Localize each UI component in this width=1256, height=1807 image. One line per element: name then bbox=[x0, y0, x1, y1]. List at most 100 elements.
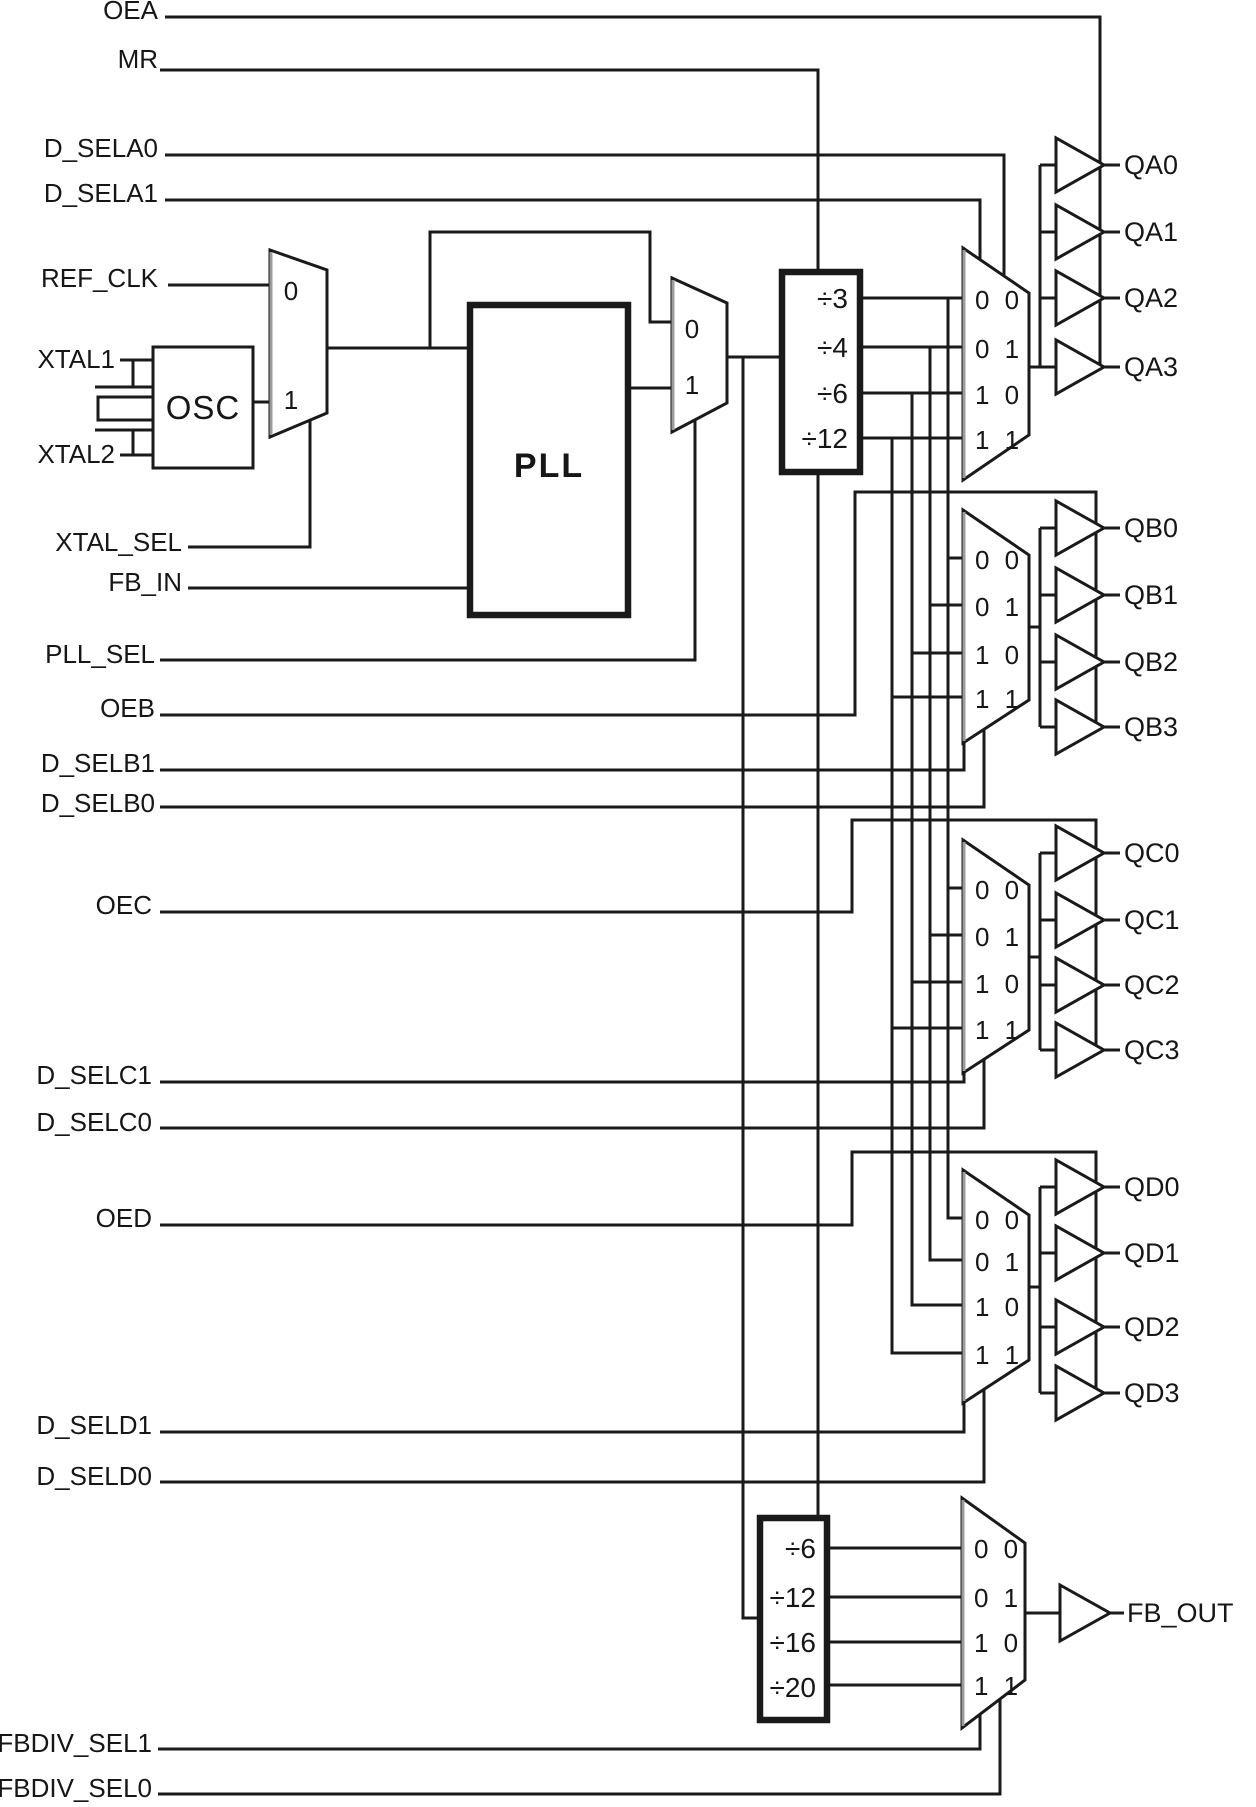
oec-wire bbox=[160, 818, 1098, 1050]
xtal2-wire bbox=[120, 430, 153, 457]
clock-path-wires bbox=[253, 230, 963, 1687]
bank-a-buffers bbox=[1054, 135, 1108, 397]
qd2-buffer-icon bbox=[1054, 1297, 1108, 1357]
bank-d-mux-sel-10: 1 0 bbox=[975, 1292, 1023, 1322]
bank-b-buffers bbox=[1054, 498, 1108, 757]
fb-mux-sel-01: 0 1 bbox=[974, 1583, 1022, 1613]
ref-mux-input1-label: 1 bbox=[284, 385, 298, 415]
qa3-label: QA3 bbox=[1124, 352, 1178, 382]
input-label-d-sela0: D_SELA0 bbox=[44, 133, 158, 163]
pll-block bbox=[466, 301, 632, 619]
bankd-output-rail bbox=[1029, 1185, 1056, 1395]
qb1-buffer-icon bbox=[1054, 565, 1108, 625]
input-label-oea: OEA bbox=[103, 0, 159, 25]
bank-c-mux-sel-00: 0 0 bbox=[975, 875, 1023, 905]
input-label-d-seld1: D_SELD1 bbox=[36, 1410, 152, 1440]
qc0-label: QC0 bbox=[1124, 838, 1180, 868]
bank-c-mux-sel-11: 1 1 bbox=[975, 1015, 1023, 1045]
d-sela0-wire bbox=[165, 153, 1006, 277]
qd1-label: QD1 bbox=[1124, 1238, 1180, 1268]
pll-bypass-mux-labels: 0 1 bbox=[685, 314, 699, 400]
fb-buffer-icon bbox=[1058, 1582, 1114, 1644]
input-label-xtal-sel: XTAL_SEL bbox=[55, 527, 182, 557]
bank-d-mux-sel-11: 1 1 bbox=[975, 1340, 1023, 1370]
oed-wire bbox=[160, 1150, 1098, 1393]
fb-mux-sel-00: 0 0 bbox=[974, 1534, 1022, 1564]
fb-divider-tap-wires bbox=[827, 1546, 962, 1687]
input-label-d-selb0: D_SELB0 bbox=[41, 788, 155, 818]
pll-block-label: PLL bbox=[514, 447, 584, 485]
qc0-buffer-icon bbox=[1054, 823, 1108, 883]
bank-a-mux-sel-11: 1 1 bbox=[975, 425, 1023, 455]
bank-b-mux-sel-11: 1 1 bbox=[975, 684, 1023, 714]
d-selb1-wire bbox=[160, 742, 966, 772]
bank-output-wires bbox=[1025, 163, 1124, 1615]
qc2-buffer-icon bbox=[1054, 955, 1108, 1015]
fb-divider-tap-labels: ÷6 ÷12 ÷16 ÷20 bbox=[769, 1533, 816, 1703]
input-label-xtal1: XTAL1 bbox=[37, 344, 115, 374]
qc3-label: QC3 bbox=[1124, 1035, 1180, 1065]
mr-wire bbox=[160, 68, 820, 1518]
ref-mux-body bbox=[268, 247, 329, 440]
qb1-label: QB1 bbox=[1124, 580, 1178, 610]
input-label-pll-sel: PLL_SEL bbox=[45, 639, 155, 669]
fb-mux-sel-10: 1 0 bbox=[974, 1628, 1022, 1658]
qa1-label: QA1 bbox=[1124, 217, 1178, 247]
pll-bypass-mux-input0-label: 0 bbox=[685, 314, 699, 344]
fb-divider-tap-16-label: ÷16 bbox=[769, 1627, 816, 1658]
banka-pin-dashes bbox=[1104, 163, 1120, 369]
qa1-buffer-icon bbox=[1054, 202, 1108, 262]
qb3-buffer-icon bbox=[1054, 697, 1108, 757]
bankc-input-stubs bbox=[892, 886, 963, 1030]
input-label-xtal2: XTAL2 bbox=[37, 439, 115, 469]
bank-c-buffers bbox=[1054, 823, 1108, 1080]
xtal-sel-wire bbox=[188, 421, 312, 549]
divider-tap-3-label: ÷3 bbox=[817, 283, 848, 314]
qb2-label: QB2 bbox=[1124, 647, 1178, 677]
d-sela1-wire bbox=[165, 198, 982, 261]
input-label-oec: OEC bbox=[96, 890, 152, 920]
divider-tap-6-label: ÷6 bbox=[817, 378, 848, 409]
bank-d-mux-select-labels: 0 0 0 1 1 0 1 1 bbox=[975, 1205, 1023, 1370]
fb-mux-select-labels: 0 0 0 1 1 0 1 1 bbox=[974, 1534, 1022, 1701]
bank-b-mux bbox=[961, 507, 1031, 746]
qd3-label: QD3 bbox=[1124, 1378, 1180, 1408]
bank-b-mux-select-labels: 0 0 0 1 1 0 1 1 bbox=[975, 545, 1023, 714]
ref-mux-output-wire bbox=[327, 230, 672, 350]
bank-c-mux-select-labels: 0 0 0 1 1 0 1 1 bbox=[975, 875, 1023, 1045]
input-label-oeb: OEB bbox=[100, 693, 155, 723]
qa0-buffer-icon bbox=[1054, 135, 1108, 195]
fb-divider-tap-6-label: ÷6 bbox=[785, 1533, 816, 1564]
qc1-buffer-icon bbox=[1054, 890, 1108, 950]
qb3-label: QB3 bbox=[1124, 712, 1178, 742]
qd2-label: QD2 bbox=[1124, 1312, 1180, 1342]
fb-mux-sel-11: 1 1 bbox=[974, 1671, 1022, 1701]
divider-block bbox=[778, 268, 864, 476]
d-selc0-wire bbox=[160, 1059, 986, 1130]
fb-mux bbox=[960, 1495, 1027, 1732]
input-label-d-selc0: D_SELC0 bbox=[36, 1107, 152, 1137]
qc2-label: QC2 bbox=[1124, 970, 1180, 1000]
osc-block bbox=[151, 345, 255, 470]
bank-a-mux-sel-01: 0 1 bbox=[975, 334, 1023, 364]
bank-a-mux-select-labels: 0 0 0 1 1 0 1 1 bbox=[975, 285, 1023, 455]
d-seld0-wire bbox=[160, 1389, 986, 1484]
bank-d-buffers bbox=[1054, 1157, 1108, 1423]
d-seld1-wire bbox=[160, 1402, 966, 1434]
bankb-input-stubs bbox=[892, 556, 963, 699]
divider-bus-wires bbox=[890, 298, 963, 1355]
input-wires bbox=[120, 15, 1102, 1796]
pll-mux-output-wire bbox=[727, 355, 782, 1620]
divider-tap-4-label: ÷4 bbox=[817, 332, 848, 363]
input-labels: OEA MR D_SELA0 D_SELA1 REF_CLK XTAL1 XTA… bbox=[0, 0, 182, 1803]
input-label-ref-clk: REF_CLK bbox=[41, 263, 159, 293]
qa2-label: QA2 bbox=[1124, 283, 1178, 313]
qd0-buffer-icon bbox=[1054, 1157, 1108, 1217]
bank-b-mux-sel-10: 1 0 bbox=[975, 640, 1023, 670]
oea-wire bbox=[165, 15, 1102, 367]
ref-mux-labels: 0 1 bbox=[284, 276, 298, 415]
qd0-label: QD0 bbox=[1124, 1172, 1180, 1202]
input-label-d-selc1: D_SELC1 bbox=[36, 1060, 152, 1090]
